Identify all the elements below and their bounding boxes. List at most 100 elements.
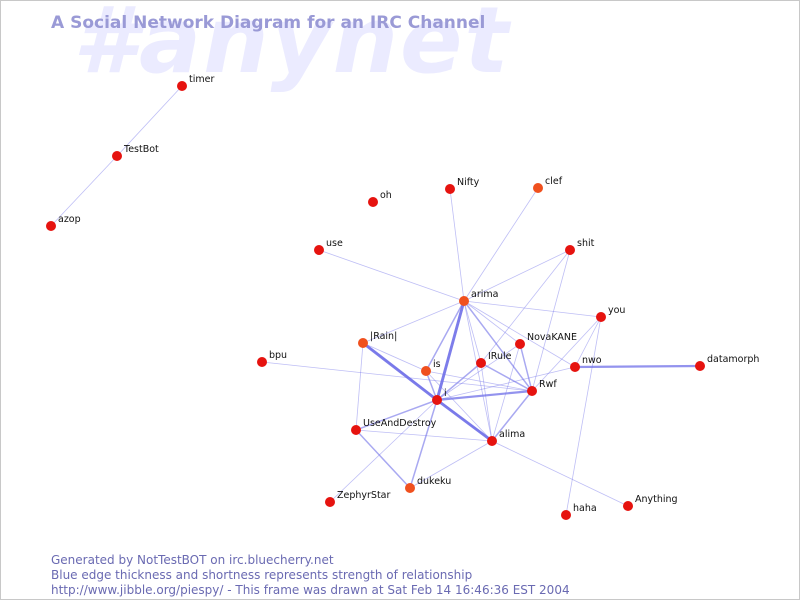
edge-UseAndDestroy-dukeku (355, 429, 411, 489)
node-dot (476, 358, 486, 368)
node-label: Nifty (457, 177, 480, 188)
edge-arima-IRule (463, 300, 482, 364)
node-Rwf: Rwf (527, 379, 557, 396)
edge-IRule-Rwf (480, 362, 533, 392)
edge-arima-is (425, 300, 465, 372)
node-dot (445, 184, 455, 194)
node-dot (565, 245, 575, 255)
edge-arima-shit (463, 249, 571, 302)
node-label: i (444, 388, 447, 399)
node-dot (177, 81, 187, 91)
node-label: Rwf (539, 379, 557, 390)
edge-i-Rwf (435, 389, 534, 402)
node-dot (421, 366, 431, 376)
node-is: is (421, 359, 441, 376)
node-label: arima (471, 289, 498, 300)
edge-alima-dukeku (409, 440, 493, 489)
edge-nwo-i (436, 366, 576, 401)
edge-is-alima (425, 370, 493, 442)
node-dot (459, 296, 469, 306)
edge-arima-Nifty (449, 188, 465, 302)
edge-arima-nwo (463, 300, 576, 368)
node-dot (358, 338, 368, 348)
edge-layer (50, 85, 702, 516)
edge-arima-i (435, 299, 466, 402)
node-label: Anything (635, 494, 678, 505)
node-label: |Rain| (370, 331, 397, 342)
footer: Generated by NotTestBOT on irc.bluecherr… (51, 553, 570, 598)
edge-i-UseAndDestroy (355, 399, 438, 431)
edge-shit-IRule (480, 249, 571, 364)
edge-arima-IRain (362, 300, 465, 344)
node-use: use (314, 238, 343, 255)
node-label: NovaKANE (527, 332, 577, 343)
node-label: haha (573, 503, 597, 514)
node-Nifty: Nifty (445, 177, 480, 194)
node-dot (695, 361, 705, 371)
node-you: you (596, 305, 625, 322)
node-label: shit (577, 238, 595, 249)
node-datamorph: datamorph (695, 354, 759, 371)
node-shit: shit (565, 238, 595, 255)
node-label: clef (545, 176, 563, 187)
node-label: IRule (488, 351, 512, 362)
edge-i-dukeku (409, 399, 438, 489)
node-dot (405, 483, 415, 493)
footer-legend: Blue edge thickness and shortness repres… (51, 568, 473, 582)
edge-you-Rwf (531, 316, 602, 392)
edge-IRule-i (436, 362, 482, 401)
edge-is-Rwf (425, 370, 533, 392)
node-arima: arima (459, 289, 498, 306)
node-dot (515, 339, 525, 349)
node-Anything: Anything (623, 494, 678, 511)
node-dot (368, 197, 378, 207)
node-oh: oh (368, 190, 392, 207)
node-dot (596, 312, 606, 322)
node-NovaKANE: NovaKANE (515, 332, 577, 349)
node-dot (314, 245, 324, 255)
node-dot (623, 501, 633, 511)
node-ZephyrStar: ZephyrStar (325, 490, 391, 507)
node-dot (527, 386, 537, 396)
edge-TestBot-azop (50, 155, 118, 227)
footer-timestamp: http://www.jibble.org/piespy/ - This fra… (51, 583, 570, 597)
edge-UseAndDestroy-alima (355, 429, 493, 442)
edge-bpu-Rwf (261, 361, 533, 392)
node-alima: alima (487, 429, 525, 446)
node-label: azop (58, 214, 81, 225)
edge-arima-alima (463, 300, 493, 442)
node-label: TestBot (123, 144, 159, 155)
edge-arima-clef (463, 187, 539, 302)
edge-alima-Anything (491, 440, 629, 507)
node-label: datamorph (707, 354, 759, 365)
edge-i-ZephyrStar (329, 399, 438, 503)
edge-IRain-is (362, 342, 427, 372)
node-dot (351, 425, 361, 435)
node-dot (46, 221, 56, 231)
node-dot (112, 151, 122, 161)
node-dot (432, 395, 442, 405)
node-timer: timer (177, 74, 214, 91)
node-nwo: nwo (570, 355, 602, 372)
node-dot (487, 436, 497, 446)
edge-arima-use (318, 249, 465, 302)
edge-you-nwo (574, 316, 602, 368)
node-label: UseAndDestroy (363, 418, 437, 429)
edge-i-alima (435, 398, 494, 443)
node-azop: azop (46, 214, 81, 231)
node-dukeku: dukeku (405, 476, 451, 493)
node-label: dukeku (417, 476, 451, 487)
node-label: timer (189, 74, 214, 85)
node-TestBot: TestBot (112, 144, 159, 161)
node-label: oh (380, 190, 392, 201)
edge-you-haha (565, 316, 602, 516)
node-label: alima (499, 429, 525, 440)
node-label: bpu (269, 350, 287, 361)
node-IRain: |Rain| (358, 331, 397, 348)
edge-is-i (425, 370, 438, 401)
node-haha: haha (561, 503, 597, 520)
edge-IRain-UseAndDestroy (355, 342, 364, 431)
